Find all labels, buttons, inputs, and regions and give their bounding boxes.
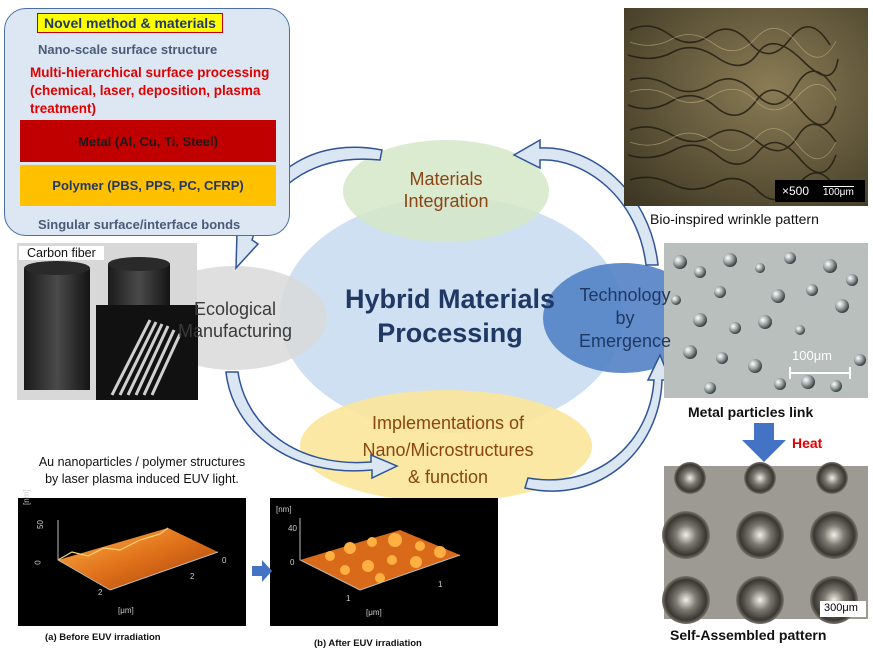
hybrid-line-2: Processing [377, 318, 523, 348]
euv-right-arrow [252, 560, 272, 582]
euv-after-plot [270, 498, 498, 626]
euv-title-line-1: Au nanoparticles / polymer structures [38, 455, 246, 469]
technology-emergence-label: Technology by Emergence [560, 284, 690, 353]
technology-ellipse [543, 263, 703, 373]
self-assembled-photo [662, 462, 868, 624]
materials-integration-label: Materials Integration [376, 168, 516, 212]
before-caption: (a) Before EUV irradiation [45, 632, 161, 643]
euv-title: Au nanoparticles / polymer structures by… [16, 454, 268, 488]
technology-line-1: Technology [579, 285, 671, 305]
particles [671, 252, 866, 394]
heat-label: Heat [792, 435, 823, 451]
before-xy-tick-2: 2 [190, 572, 195, 581]
arrow-ecological-to-implementations [225, 371, 399, 480]
before-z-unit: [nm] [22, 489, 31, 505]
ecological-line-1: Ecological [193, 299, 277, 319]
impl-line-3: & function [407, 467, 489, 487]
carbon-fiber-label: Carbon fiber [19, 246, 104, 260]
technology-line-2: by [615, 308, 635, 328]
arrow-implementations-to-technology [524, 353, 672, 492]
implementations-label: Implementations of Nano/Microstructures … [330, 410, 566, 491]
multi-line-1: Multi-hierarchical surface processing [30, 65, 270, 80]
surface-before [58, 528, 218, 590]
after-xy-tick-2: 1 [438, 580, 443, 589]
technology-line-3: Emergence [578, 331, 672, 351]
before-xy-tick-1: 2 [98, 588, 103, 597]
after-z-unit: [nm] [276, 505, 292, 514]
novel-method-title: Novel method & materials [37, 13, 223, 33]
wrinkle-magnification: ×500 [782, 184, 810, 198]
carbon-fiber-photo [17, 243, 198, 400]
multi-line-3: treatment) [30, 101, 97, 116]
before-z-tick-bottom: 0 [33, 560, 43, 565]
wrinkle-caption: Bio-inspired wrinkle pattern [650, 211, 819, 227]
materials-line-1: Materials [409, 169, 483, 189]
impl-line-2: Nano/Microstructures [362, 440, 534, 460]
heat-arrow [742, 423, 786, 462]
after-z-tick-top: 40 [288, 524, 297, 533]
euv-title-line-2: by laser plasma induced EUV light. [45, 472, 239, 486]
before-z-tick-top: 50 [35, 520, 45, 529]
after-caption: (b) After EUV irradiation [314, 638, 422, 649]
nano-scale-text: Nano-scale surface structure [38, 42, 218, 57]
wrinkle-photo [624, 8, 868, 206]
materials-line-2: Integration [403, 191, 489, 211]
hybrid-ellipse [280, 197, 624, 433]
materials-ellipse [343, 140, 549, 242]
ecological-manufacturing-label: Ecological Manufacturing [160, 298, 310, 342]
before-xy-tick-3: 0 [222, 556, 227, 565]
self-assembled-scale: 300μm [824, 602, 858, 614]
particles-caption: Metal particles link [688, 404, 814, 420]
multi-hierarchical-text: Multi-hierarchical surface processing (c… [30, 64, 288, 118]
wrinkle-scale: 100μm [823, 186, 854, 198]
particles-scale: 100μm [792, 348, 833, 363]
ecological-line-2: Manufacturing [177, 321, 293, 341]
polymer-band: Polymer (PBS, PPS, PC, CFRP) [20, 165, 276, 206]
after-xy-tick-1: 1 [346, 594, 351, 603]
after-xy-unit: [μm] [366, 608, 382, 617]
metal-band: Metal (Al, Cu, Ti, Steel) [20, 120, 276, 162]
self-assembled-caption: Self-Assembled pattern [670, 627, 827, 643]
before-xy-unit: [μm] [118, 606, 134, 615]
after-z-tick-bottom: 0 [290, 558, 295, 567]
metal-particles-photo [664, 243, 868, 398]
impl-line-1: Implementations of [371, 413, 525, 433]
hybrid-line-1: Hybrid Materials [344, 284, 556, 314]
singular-bonds-text: Singular surface/interface bonds [38, 217, 241, 232]
cups [662, 462, 858, 624]
hybrid-materials-title: Hybrid Materials Processing [330, 282, 570, 350]
euv-before-plot [18, 498, 246, 626]
multi-line-2: (chemical, laser, deposition, plasma [30, 83, 261, 98]
